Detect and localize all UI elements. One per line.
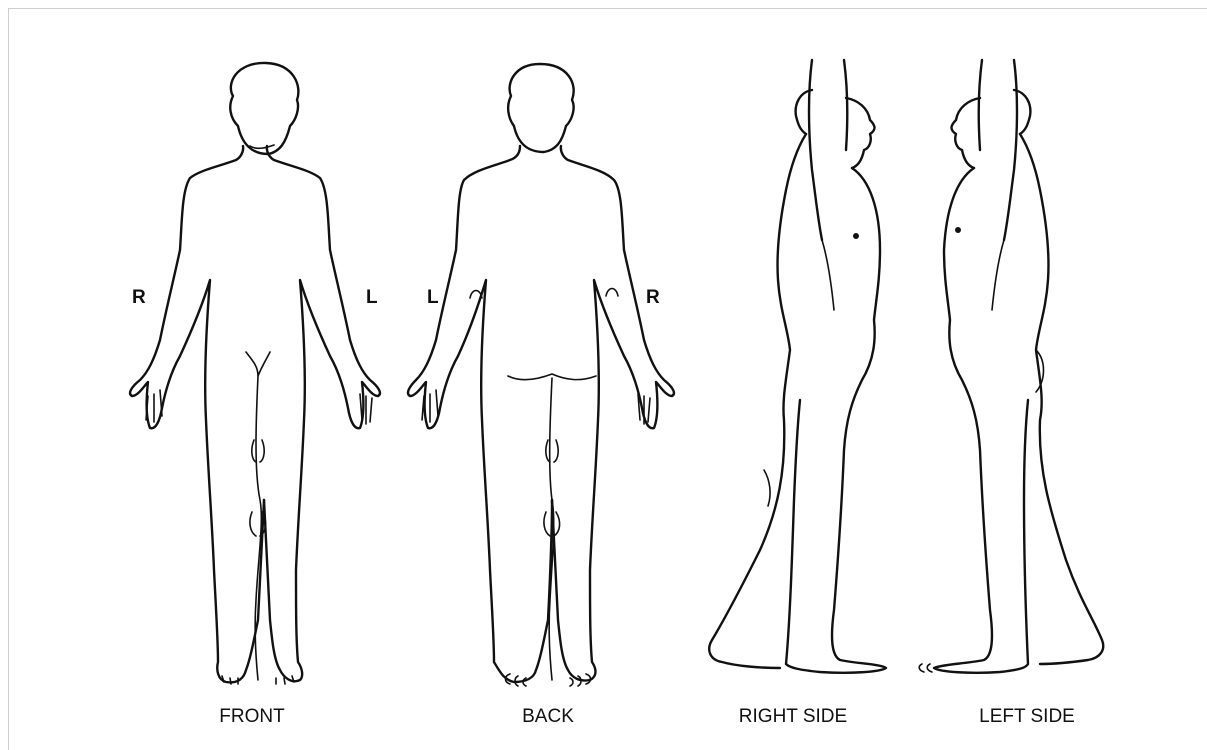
back-body-figure — [408, 64, 674, 686]
left-side-label: LEFT SIDE — [927, 706, 1127, 728]
front-body-figure — [130, 63, 380, 684]
front-left-marker: L — [366, 287, 378, 309]
left-side-body-figure — [919, 60, 1103, 673]
front-label: FRONT — [152, 706, 352, 728]
right-side-body-figure — [709, 60, 886, 673]
back-right-marker: R — [646, 287, 660, 309]
back-left-marker: L — [427, 287, 439, 309]
back-label: BACK — [448, 706, 648, 728]
front-right-marker: R — [132, 287, 146, 309]
right-side-label: RIGHT SIDE — [693, 706, 893, 728]
